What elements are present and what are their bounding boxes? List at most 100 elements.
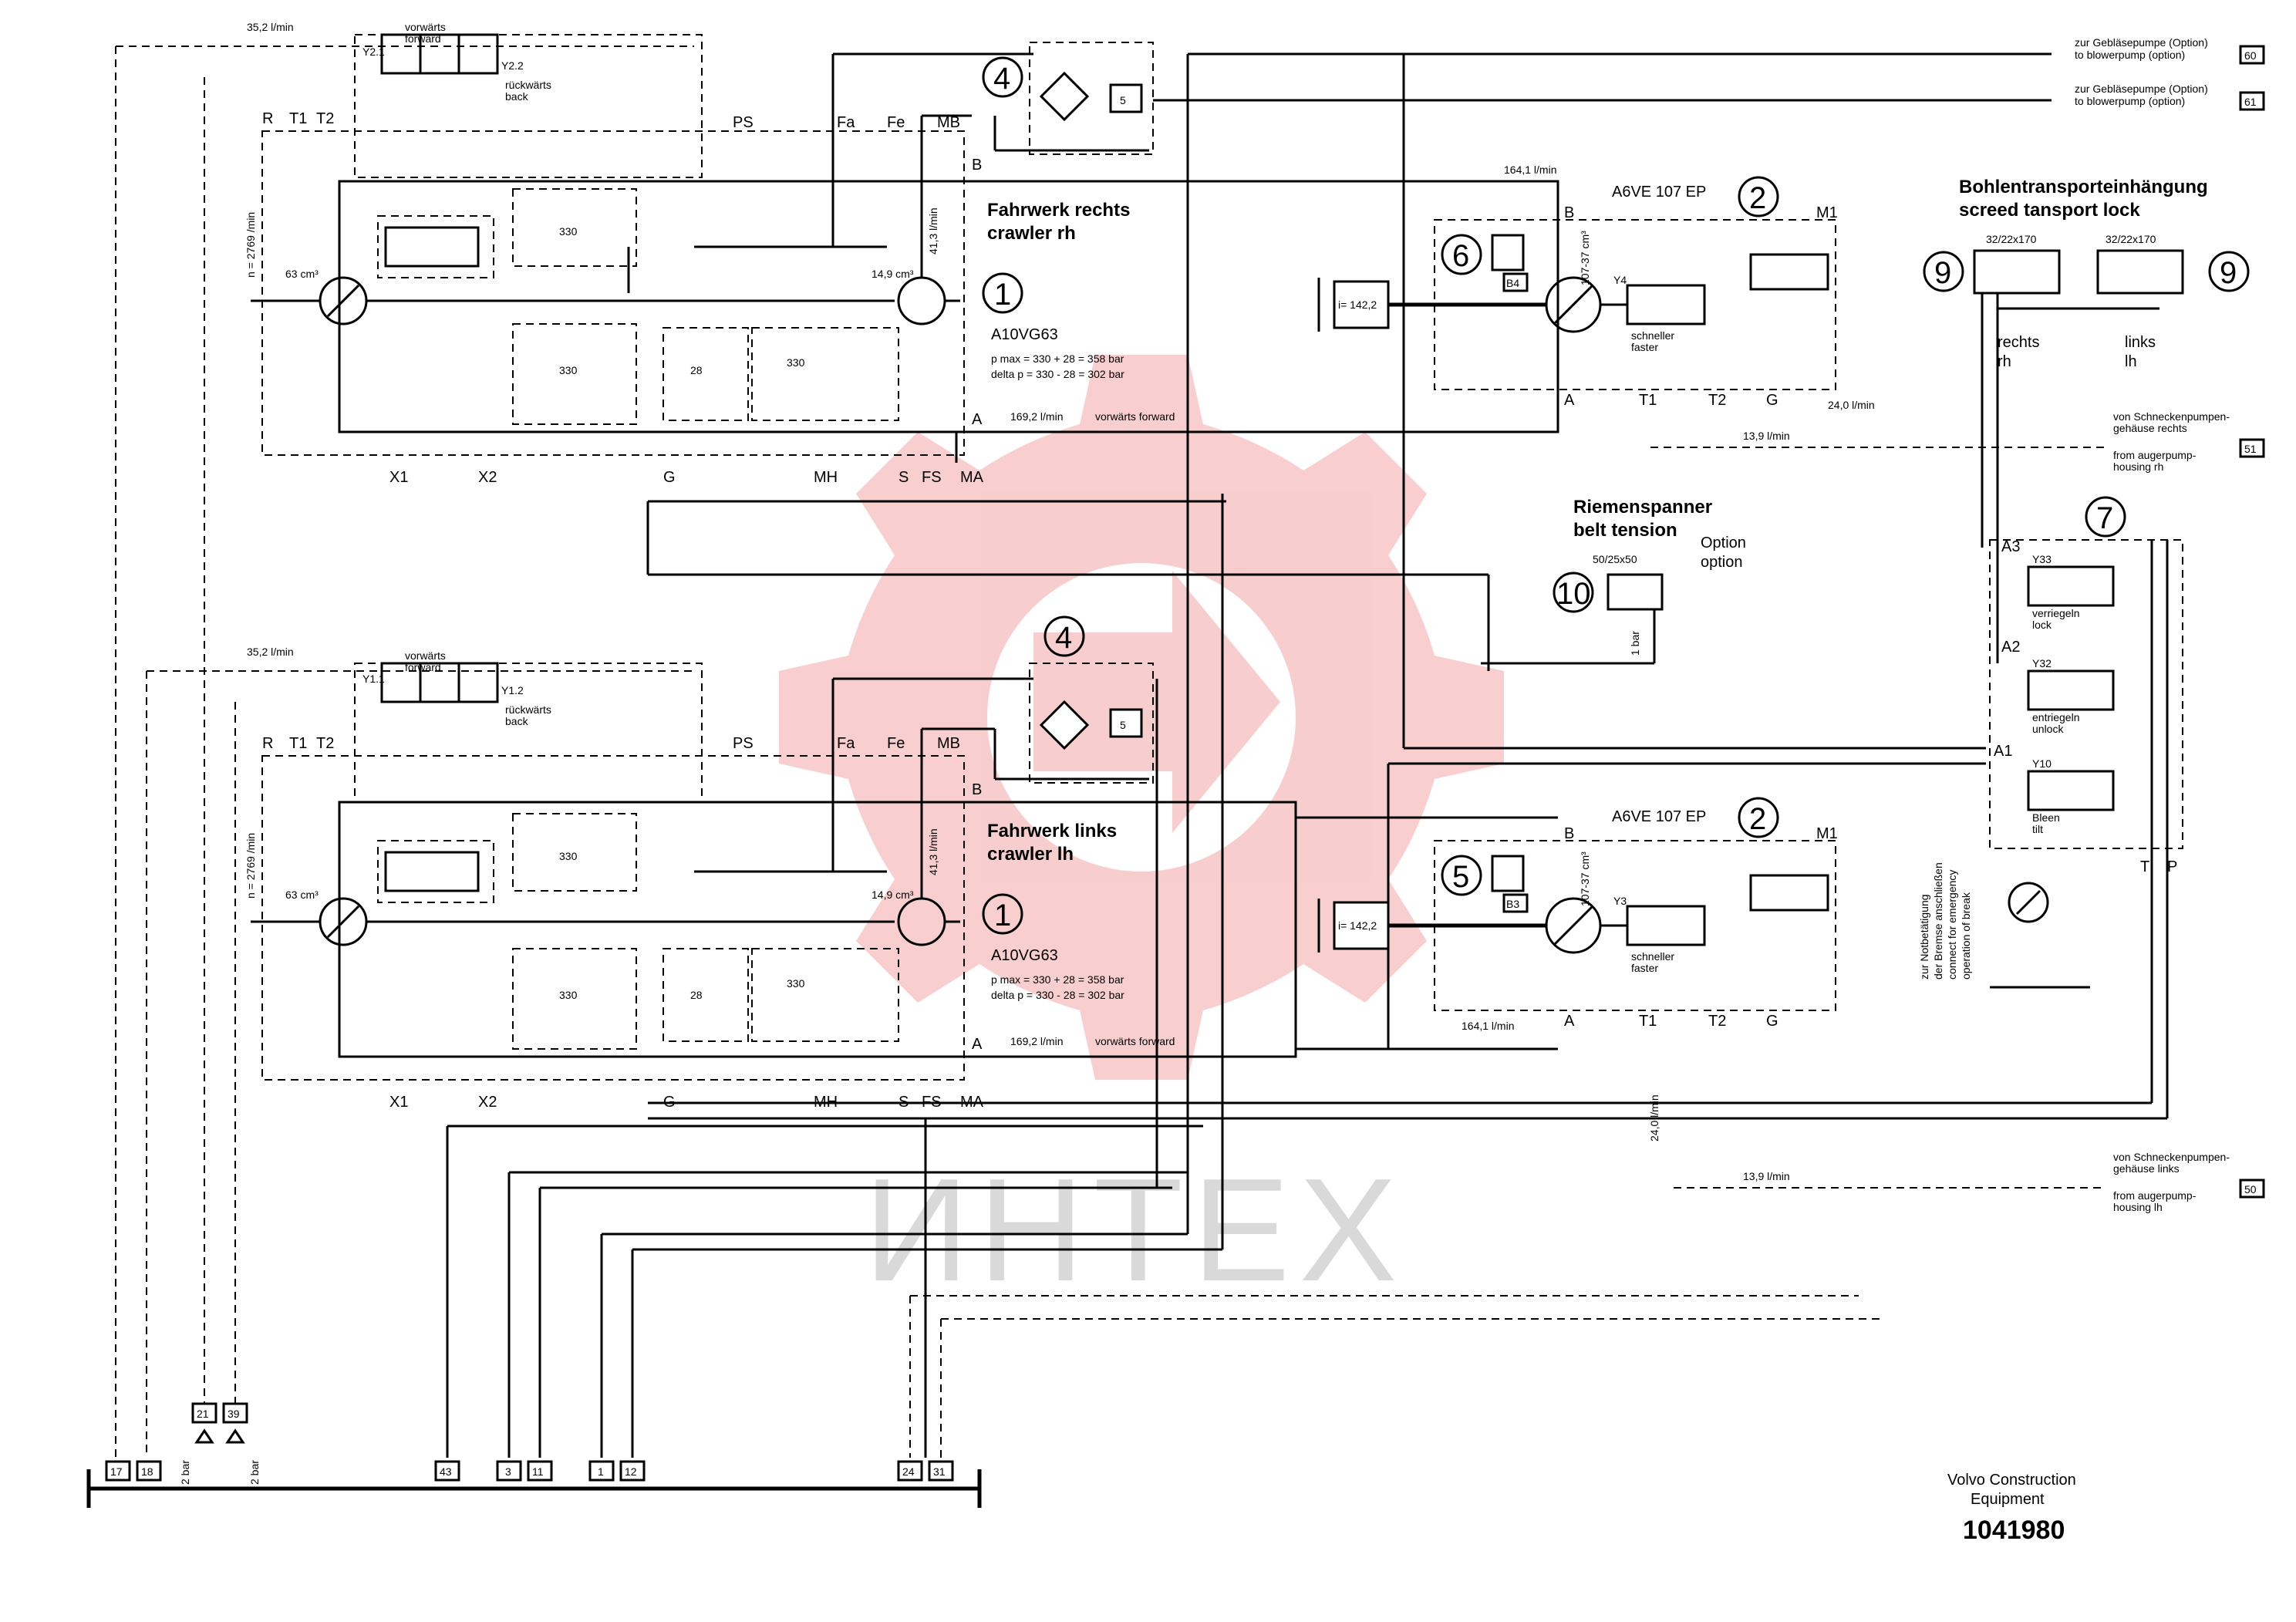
- motor-lower-sensor-tag: B3: [1506, 898, 1519, 910]
- svg-text:Fa: Fa: [837, 735, 855, 752]
- conn-60-tag: 60: [2244, 49, 2257, 62]
- crawler-rh-valve-b: Y2.2: [501, 59, 524, 72]
- svg-text:X2: X2: [478, 469, 497, 486]
- footer: Volvo Construction Equipment 1041980: [1947, 1472, 2076, 1545]
- crawler-lh-speed: n = 2769 /min: [244, 833, 257, 899]
- screed-links: links: [2125, 334, 2156, 351]
- filter-lh-num: 4: [1055, 621, 1072, 655]
- belt-tension: Riemenspanner belt tension Option option…: [1481, 497, 1746, 665]
- motor-upper-ratio: i= 142,2: [1338, 298, 1377, 311]
- doc-number: 1041980: [1963, 1516, 2065, 1545]
- svg-text:Fa: Fa: [837, 114, 855, 131]
- screed-lh: lh: [2125, 353, 2137, 370]
- valve-block: 7 Y33 verriegeln lock Y32 entriegeln unl…: [1387, 54, 2183, 1118]
- crawler-lh-flow-top: 35,2 l/min: [247, 646, 294, 658]
- watermark-gear: ИНТЕХ: [779, 355, 1504, 1312]
- crawler-rh-fwd-de: vorwärts: [405, 21, 446, 33]
- svg-text:PS: PS: [733, 735, 754, 752]
- motor-upper-faster-de: schneller: [1631, 329, 1674, 342]
- company-line2: Equipment: [1971, 1491, 2045, 1508]
- svg-text:T1: T1: [289, 110, 307, 127]
- valve-y32-tag: Y32: [2032, 657, 2052, 669]
- svg-text:A2: A2: [2001, 639, 2020, 656]
- conn-51-en2: housing rh: [2113, 460, 2163, 473]
- motor-lower-valve-tag: Y3: [1613, 895, 1627, 907]
- motor-lower: 5 B3 Y3 A6VE 107 EP 2 i= 142,2 107-37 cm…: [1317, 797, 1838, 1141]
- crawler-lh-valve-b: Y1.2: [501, 684, 524, 696]
- screed-lock-title-de: Bohlentransporteinhängung: [1959, 177, 2208, 197]
- crawler-lh-flow-fwd: 169,2 l/min: [1010, 1035, 1063, 1047]
- svg-text:5: 5: [1120, 94, 1126, 106]
- conn-51-flow: 13,9 l/min: [1743, 430, 1790, 442]
- svg-text:PS: PS: [733, 114, 754, 131]
- belt-tension-item: 10: [1556, 577, 1591, 611]
- motor-lower-flow-in: 164,1 l/min: [1462, 1020, 1514, 1032]
- valve-y33-de: verriegeln: [2032, 607, 2079, 619]
- screed-item-right: 9: [2220, 256, 2237, 290]
- conn-17: 17: [110, 1465, 123, 1478]
- conn-31: 31: [933, 1465, 946, 1478]
- crawler-lh-motor-flow: 41,3 l/min: [927, 828, 939, 875]
- svg-text:G: G: [663, 469, 676, 486]
- belt-tension-option-en: option: [1701, 554, 1743, 571]
- valve-y33-tag: Y33: [2032, 553, 2052, 565]
- svg-text:A: A: [1564, 392, 1575, 409]
- svg-text:P: P: [2167, 858, 2177, 875]
- svg-text:X1: X1: [389, 1094, 408, 1111]
- crawler-lh-circuit: 5 4 R T1 T2 PS Fa Fe MB B A X1 X2 G MH S…: [244, 615, 1558, 1111]
- belt-tension-title-de: Riemenspanner: [1573, 497, 1712, 518]
- svg-text:G: G: [1766, 392, 1778, 409]
- crawler-lh-relief-2: 330: [559, 989, 578, 1001]
- crawler-lh-title-en: crawler lh: [987, 844, 1074, 865]
- svg-text:M1: M1: [1816, 204, 1838, 221]
- crawler-rh-relief-1: 330: [559, 225, 578, 238]
- motor-upper-flow-in: 164,1 l/min: [1504, 164, 1556, 176]
- svg-text:S: S: [899, 469, 909, 486]
- filter-rh-num: 4: [993, 62, 1010, 96]
- svg-text:MB: MB: [937, 114, 960, 131]
- motor-lower-disp: 107-37 cm³: [1579, 851, 1591, 906]
- svg-text:A1: A1: [1994, 743, 2012, 760]
- crawler-lh-relief-4: 330: [787, 977, 805, 990]
- company-line1: Volvo Construction: [1947, 1472, 2076, 1489]
- conn-61-en: to blowerpump (option): [2075, 95, 2185, 107]
- conn-61-tag: 61: [2244, 96, 2257, 108]
- crawler-rh-flow-top: 35,2 l/min: [247, 21, 294, 33]
- belt-tension-option-de: Option: [1701, 534, 1746, 551]
- right-connections: 60 zur Gebläsepumpe (Option) to blowerpu…: [1743, 36, 2265, 1213]
- conn-60-de: zur Gebläsepumpe (Option): [2075, 36, 2208, 49]
- check-label-right: 2 bar: [248, 1460, 261, 1485]
- motor-upper-faster-en: faster: [1631, 341, 1658, 353]
- svg-text:R: R: [262, 735, 273, 752]
- conn-50-de: von Schneckenpumpen-: [2113, 1151, 2230, 1163]
- svg-text:B: B: [972, 781, 982, 798]
- valve-y10-en: tilt: [2032, 823, 2043, 835]
- check-label-left: 2 bar: [179, 1460, 191, 1485]
- crawler-rh-item: 1: [994, 278, 1011, 312]
- svg-text:A: A: [972, 1036, 983, 1053]
- crawler-rh-speed: n = 2769 /min: [244, 212, 257, 278]
- crawler-rh-title-en: crawler rh: [987, 223, 1076, 244]
- crawler-rh-motor-flow: 41,3 l/min: [927, 207, 939, 255]
- crawler-lh-back-en: back: [505, 715, 529, 727]
- conn-50-tag: 50: [2244, 1183, 2257, 1195]
- conn-11: 11: [532, 1465, 544, 1478]
- belt-tension-title-en: belt tension: [1573, 520, 1677, 541]
- crawler-rh-fwd-en: forward: [405, 32, 441, 45]
- crawler-rh-deltap: delta p = 330 - 28 = 302 bar: [991, 368, 1124, 380]
- crawler-lh-title-de: Fahrwerk links: [987, 821, 1117, 841]
- motor-upper-sensor-tag: B4: [1506, 277, 1519, 289]
- svg-text:T1: T1: [1639, 392, 1657, 409]
- crawler-rh-title-de: Fahrwerk rechts: [987, 200, 1130, 221]
- screed-rechts: rechts: [1998, 334, 2039, 351]
- conn-43: 43: [440, 1465, 452, 1478]
- conn-51-en: from augerpump-: [2113, 449, 2197, 461]
- crawler-lh-pmax: p max = 330 + 28 = 358 bar: [991, 973, 1124, 986]
- conn-50-de2: gehäuse links: [2113, 1162, 2180, 1175]
- motor-upper: 6 B4 Y4 A6VE 107 EP 2 i= 142,2 107-37 cm…: [1317, 164, 1875, 411]
- svg-text:MH: MH: [814, 469, 838, 486]
- crawler-rh-flow-fwd: 169,2 l/min: [1010, 410, 1063, 423]
- crawler-rh-disp: 63 cm³: [285, 268, 319, 280]
- conn-3: 3: [505, 1465, 511, 1478]
